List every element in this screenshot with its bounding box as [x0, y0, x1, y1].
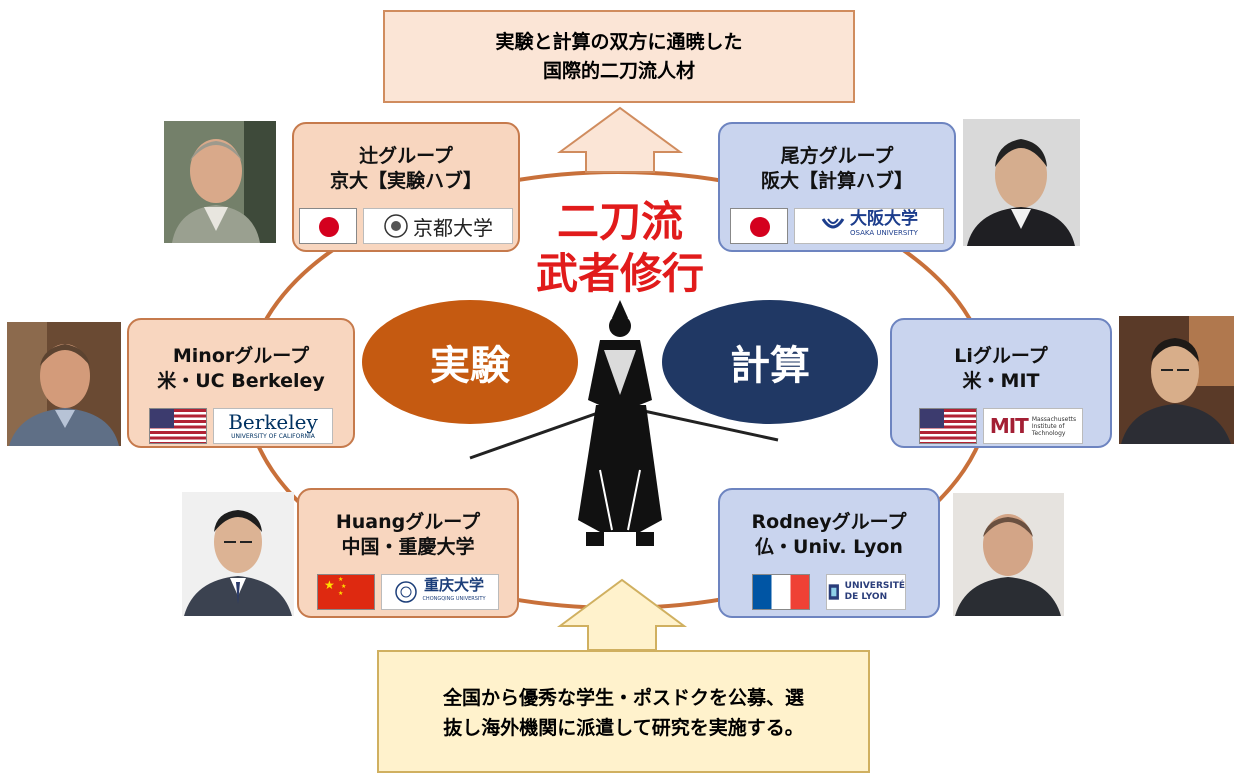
lyon-logo-text-1: UNIVERSITÉ [844, 581, 905, 591]
up-arrow-bottom [556, 578, 688, 651]
berkeley-logo: Berkeley UNIVERSITY OF CALIFORNIA [213, 408, 333, 444]
center-title-line-1: 二刀流 [556, 197, 683, 246]
group-affiliation: 仏・Univ. Lyon [755, 536, 903, 558]
experiment-label: 実験 [430, 343, 510, 389]
france-flag-icon [752, 574, 810, 610]
up-arrow-top [556, 106, 684, 173]
group-name: 辻グループ [359, 145, 453, 167]
lyon-university-logo: UNIVERSITÉ DE LYON [826, 574, 906, 610]
lyon-logo-text-2: DE LYON [844, 592, 888, 602]
chongqing-logo-text: 重庆大学 [423, 576, 484, 594]
center-title-line-2: 武者修行 [535, 249, 704, 298]
japan-flag-icon [730, 208, 788, 244]
goal-line-1: 実験と計算の双方に通暁した [495, 31, 743, 53]
portrait-li [1119, 316, 1234, 444]
group-name: Rodneyグループ [751, 511, 907, 533]
group-affiliation: 中国・重慶大学 [341, 536, 475, 558]
usa-flag-icon [919, 408, 977, 444]
berkeley-logo-text: Berkeley [228, 410, 318, 434]
group-card-huang: Huangグループ 中国・重慶大学 ★ ★ ★ ★ 重庆大学 CHONGQING… [297, 488, 519, 618]
usa-flag-icon [149, 408, 207, 444]
group-card-tsuji: 辻グループ 京大【実験ハブ】 京都大学 [292, 122, 520, 252]
group-card-li: Liグループ 米・MIT MIT Massachusetts Institute… [890, 318, 1112, 448]
computation-circle [662, 300, 878, 424]
osaka-emblem-icon [821, 218, 845, 229]
portrait-rodney [953, 493, 1064, 616]
mit-logo-sub-1: Massachusetts [1031, 415, 1077, 423]
recruitment-note: 全国から優秀な学生・ポスドクを公募、選 抜し海外機関に派遣して研究を実施する。 [377, 650, 870, 773]
portrait-minor [7, 322, 121, 446]
japan-flag-icon [299, 208, 357, 244]
kyoto-university-logo: 京都大学 [363, 208, 513, 244]
note-line-2: 抜し海外機関に派遣して研究を実施する。 [443, 717, 804, 739]
mit-logo-sub-3: Technology [1031, 429, 1066, 437]
group-name: Liグループ [954, 345, 1048, 367]
computation-label: 計算 [730, 343, 810, 389]
group-name: Minorグループ [172, 345, 310, 367]
group-affiliation: 阪大【計算ハブ】 [760, 170, 913, 192]
kyoto-emblem-icon [384, 214, 408, 238]
mit-logo-sub-2: Institute of [1031, 422, 1065, 430]
group-affiliation: 米・UC Berkeley [157, 370, 325, 392]
group-affiliation: 米・MIT [962, 370, 1040, 392]
chongqing-emblem-icon [395, 581, 418, 603]
group-affiliation: 京大【実験ハブ】 [329, 170, 482, 192]
group-name: Huangグループ [335, 511, 481, 533]
group-card-ogata: 尾方グループ 阪大【計算ハブ】 大阪大学 OSAKA UNIVERSITY [718, 122, 956, 252]
mit-logo-text: MIT [989, 414, 1029, 438]
portrait-ogata [963, 119, 1080, 246]
portrait-tsuji [164, 121, 276, 243]
mit-logo: MIT Massachusetts Institute of Technolog… [983, 408, 1083, 444]
chongqing-university-logo: 重庆大学 CHONGQING UNIVERSITY [381, 574, 499, 610]
portrait-huang [182, 492, 294, 616]
kyoto-logo-text: 京都大学 [413, 215, 493, 240]
china-flag-icon: ★ ★ ★ ★ [317, 574, 375, 610]
osaka-university-logo: 大阪大学 OSAKA UNIVERSITY [794, 208, 944, 244]
group-card-rodney: Rodneyグループ 仏・Univ. Lyon UNIVERSITÉ DE LY… [718, 488, 940, 618]
goal-box: 実験と計算の双方に通暁した 国際的二刀流人材 [383, 10, 855, 103]
group-name: 尾方グループ [780, 145, 894, 167]
group-card-minor: Minorグループ 米・UC Berkeley Berkeley UNIVERS… [127, 318, 355, 448]
chongqing-logo-subtext: CHONGQING UNIVERSITY [422, 596, 486, 602]
center-title: 二刀流 武者修行 [520, 196, 720, 300]
experiment-circle [362, 300, 578, 424]
goal-line-2: 国際的二刀流人材 [542, 60, 695, 82]
note-line-1: 全国から優秀な学生・ポスドクを公募、選 [442, 687, 804, 709]
osaka-logo-text: 大阪大学 [850, 209, 918, 229]
samurai-icon [469, 300, 779, 546]
lyon-lion-icon [828, 584, 839, 600]
osaka-logo-subtext: OSAKA UNIVERSITY [850, 229, 918, 237]
berkeley-logo-subtext: UNIVERSITY OF CALIFORNIA [231, 433, 315, 440]
